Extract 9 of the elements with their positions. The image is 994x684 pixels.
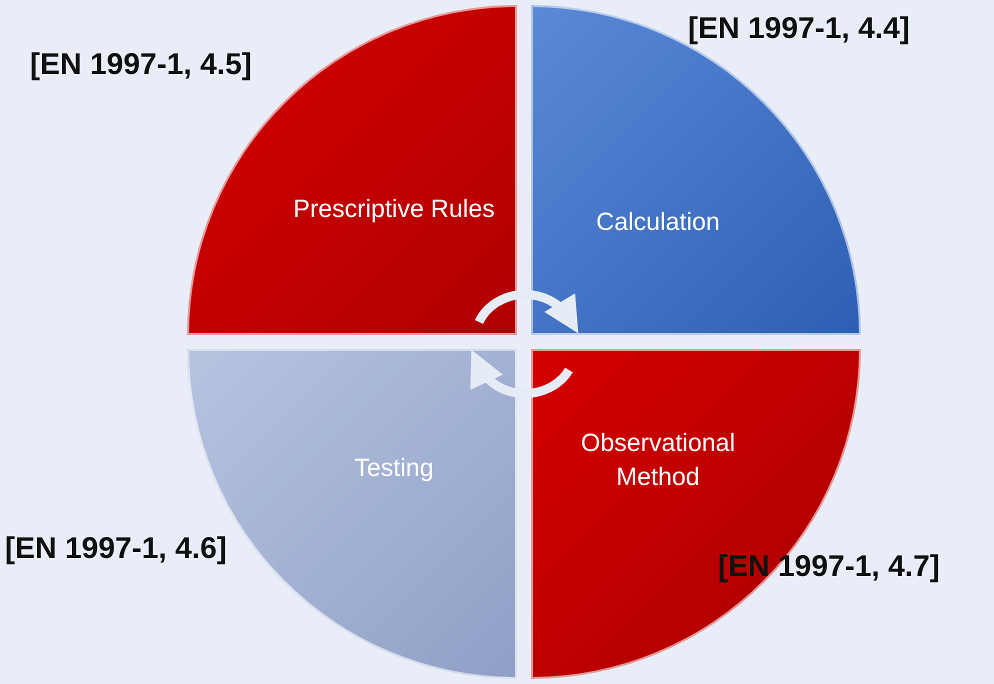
segment-label: Prescriptive Rules — [292, 194, 496, 225]
cycle-arrow — [470, 350, 573, 398]
reference-label: [EN 1997-1, 4.6] — [5, 532, 227, 566]
segment-label: Observational Method — [580, 428, 736, 493]
reference-label: [EN 1997-1, 4.7] — [718, 550, 940, 584]
segment-label: Calculation — [595, 207, 721, 238]
reference-label: [EN 1997-1, 4.5] — [30, 48, 252, 82]
reference-label: [EN 1997-1, 4.4] — [688, 12, 910, 46]
segment-label: Testing — [353, 453, 435, 484]
